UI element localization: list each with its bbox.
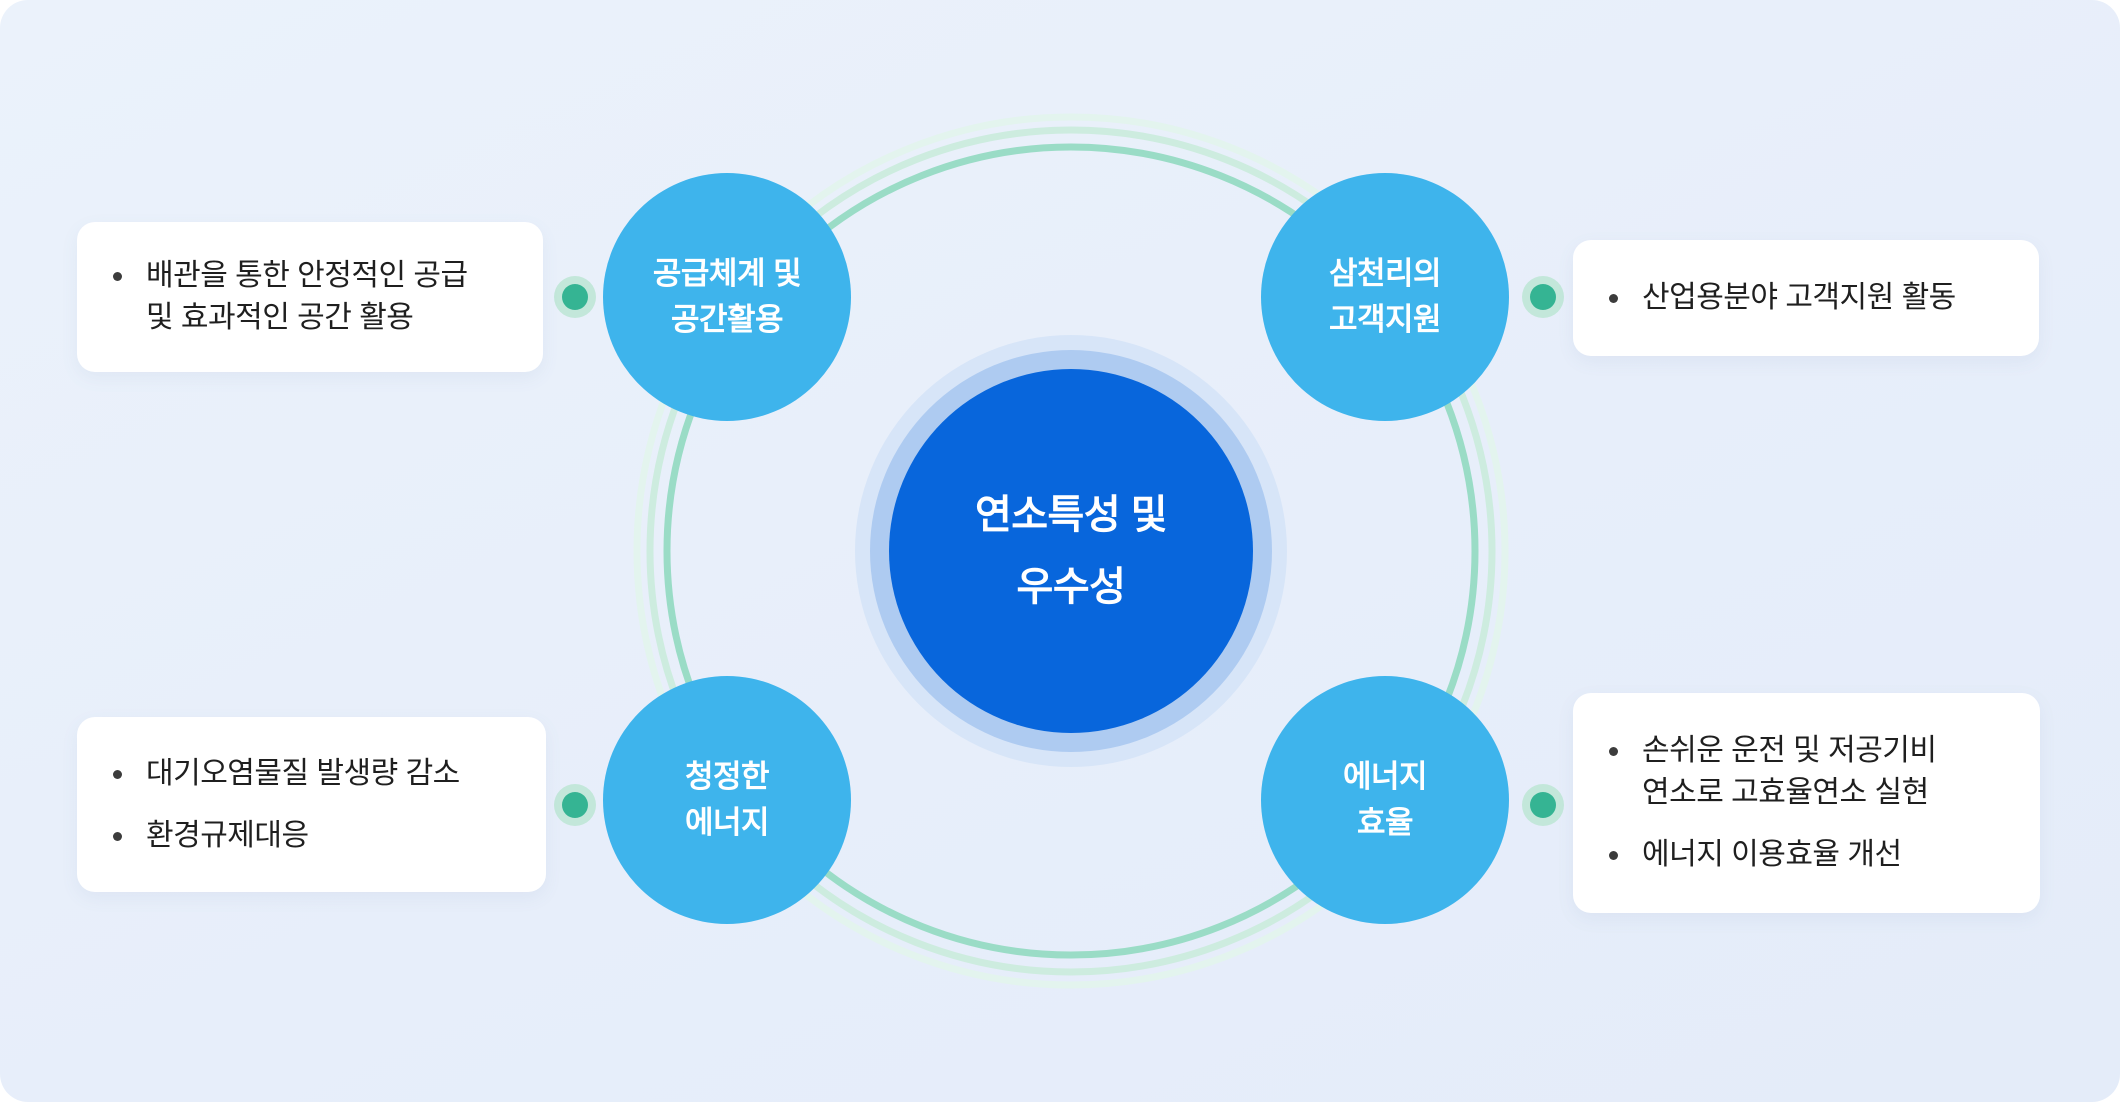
bullet-icon <box>113 831 122 841</box>
info-card-clean-energy: 대기오염물질 발생량 감소 환경규제대응 <box>77 717 546 892</box>
orbit-ring-outer <box>633 113 1509 989</box>
node-clean-energy: 청정한 에너지 <box>603 676 851 924</box>
node-energy-efficiency: 에너지 효율 <box>1261 676 1509 924</box>
bullet-text: 배관을 통한 안정적인 공급 및 효과적인 공간 활용 <box>146 259 468 334</box>
bullet-item: 배관을 통한 안정적인 공급 및 효과적인 공간 활용 <box>113 255 507 339</box>
node-energy-efficiency-label: 에너지 효율 <box>1342 759 1428 840</box>
bullet-icon <box>1609 294 1618 303</box>
node-clean-energy-label: 청정한 에너지 <box>684 759 770 840</box>
node-customer-support: 삼천리의 고객지원 <box>1261 173 1509 421</box>
orbit-ring-middle <box>646 126 1496 976</box>
bullet-text: 산업용분야 고객지원 활동 <box>1642 281 1956 314</box>
bullet-item: 산업용분야 고객지원 활동 <box>1609 277 2003 319</box>
info-card-energy-efficiency: 손쉬운 운전 및 저공기비 연소로 고효율연소 실현 에너지 이용효율 개선 <box>1573 693 2040 913</box>
bullet-text: 대기오염물질 발생량 감소 <box>146 756 460 790</box>
node-supply-system-label: 공급체계 및 공간활용 <box>652 256 802 337</box>
bullet-icon <box>1609 851 1618 860</box>
node-customer-support-label: 삼천리의 고객지원 <box>1328 256 1442 337</box>
bullet-item: 손쉬운 운전 및 저공기비 연소로 고효율연소 실현 <box>1609 730 2004 814</box>
connector-dot-icon <box>562 792 588 818</box>
bullet-icon <box>113 769 122 779</box>
node-supply-system: 공급체계 및 공간활용 <box>603 173 851 421</box>
bullet-text: 손쉬운 운전 및 저공기비 연소로 고효율연소 실현 <box>1642 734 1937 809</box>
bullet-icon <box>113 272 122 281</box>
bullet-text: 환경규제대응 <box>146 818 309 852</box>
connector-dot-icon <box>562 284 588 310</box>
center-node-label: 연소특성 및 우수성 <box>974 493 1168 609</box>
center-node: 연소특성 및 우수성 <box>889 369 1253 733</box>
bullet-icon <box>1609 747 1618 756</box>
info-card-supply-system: 배관을 통한 안정적인 공급 및 효과적인 공간 활용 <box>77 222 543 372</box>
orbit-ring-inner <box>663 143 1479 959</box>
bullet-item: 대기오염물질 발생량 감소 <box>113 753 510 795</box>
connector-dot-icon <box>1530 284 1556 310</box>
connector-dot-icon <box>1530 792 1556 818</box>
info-card-customer-support: 산업용분야 고객지원 활동 <box>1573 240 2039 356</box>
bullet-item: 환경규제대응 <box>113 815 510 857</box>
bullet-text: 에너지 이용효율 개선 <box>1642 838 1902 871</box>
bullet-item: 에너지 이용효율 개선 <box>1609 834 2004 876</box>
